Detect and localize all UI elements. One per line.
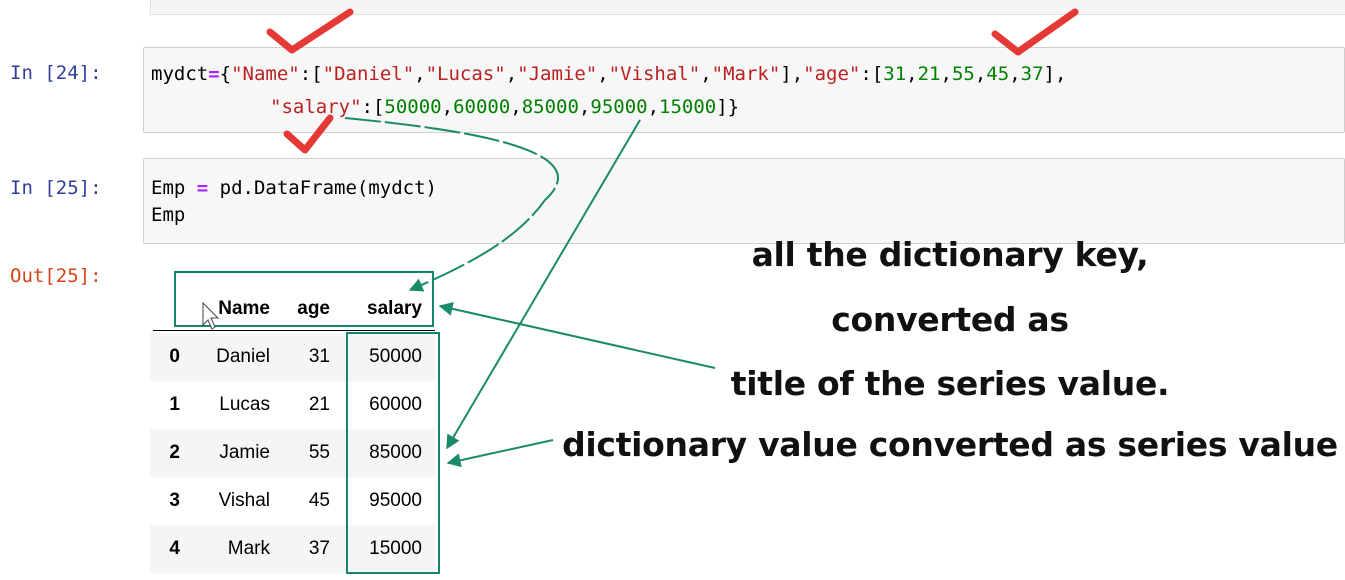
mouse-cursor-icon bbox=[202, 301, 220, 330]
cell-name: Lucas bbox=[219, 394, 270, 415]
table-row: 4 Mark 37 15000 bbox=[150, 525, 435, 573]
code-line-25-2: Emp bbox=[151, 204, 185, 226]
column-header-salary: salary bbox=[367, 298, 422, 319]
code-token: :[ bbox=[361, 96, 385, 118]
cell-age: 31 bbox=[308, 346, 330, 367]
code-line-24-1: mydct={"Name":["Daniel","Lucas","Jamie",… bbox=[151, 63, 1066, 85]
code-token: :[ bbox=[299, 63, 323, 85]
input-prompt-25: In [25]: bbox=[10, 177, 102, 199]
callout-line-2: converted as bbox=[831, 300, 1069, 339]
cell-salary: 85000 bbox=[369, 442, 422, 463]
code-token: 55 bbox=[951, 63, 975, 85]
code-token: , bbox=[647, 96, 660, 118]
code-token: , bbox=[441, 96, 454, 118]
row-index: 2 bbox=[169, 442, 180, 463]
row-index: 3 bbox=[169, 490, 180, 511]
column-header-age: age bbox=[297, 298, 330, 319]
code-token: "Vishal" bbox=[608, 63, 701, 85]
code-cell-25[interactable]: Emp = pd.DataFrame(mydct) Emp bbox=[143, 158, 1345, 244]
table-row: 2 Jamie 55 85000 bbox=[150, 429, 435, 477]
code-token: "Mark" bbox=[711, 63, 781, 85]
callout-line-1: all the dictionary key, bbox=[751, 235, 1149, 274]
code-token: 85000 bbox=[521, 96, 579, 118]
code-token: 50000 bbox=[384, 96, 442, 118]
cell-name: Jamie bbox=[219, 442, 270, 463]
cell-salary: 15000 bbox=[369, 538, 422, 559]
code-token: , bbox=[505, 63, 518, 85]
code-token: = bbox=[196, 177, 209, 199]
cell-age: 21 bbox=[308, 394, 330, 415]
code-token: ]} bbox=[716, 96, 740, 118]
previous-cell-edge bbox=[150, 0, 1345, 15]
code-token: { bbox=[219, 63, 232, 85]
checkmark-icon bbox=[991, 8, 1079, 56]
arrow-text-to-header bbox=[438, 301, 716, 369]
row-index: 4 bbox=[169, 538, 180, 559]
code-token: , bbox=[414, 63, 426, 85]
cell-age: 55 bbox=[308, 442, 330, 463]
code-token: , bbox=[1009, 63, 1021, 85]
arrow-values-to-column bbox=[446, 119, 641, 450]
salary-column-highlight-box bbox=[346, 332, 440, 574]
code-cell-24[interactable]: mydct={"Name":["Daniel","Lucas","Jamie",… bbox=[143, 47, 1345, 133]
checkmark-icon bbox=[283, 114, 334, 154]
code-token: , bbox=[597, 63, 609, 85]
table-row: 1 Lucas 21 60000 bbox=[150, 381, 435, 429]
code-token: Emp bbox=[151, 204, 186, 226]
code-token: "Lucas" bbox=[425, 63, 506, 85]
code-token: , bbox=[906, 63, 918, 85]
callout-line-3: title of the series value. bbox=[730, 364, 1170, 403]
code-token: 31 bbox=[883, 63, 907, 85]
arrow-key-to-header bbox=[344, 117, 559, 292]
code-token: , bbox=[578, 96, 591, 118]
code-token: ], bbox=[1043, 63, 1067, 85]
arrow-text-to-column bbox=[446, 439, 554, 468]
code-line-24-2: "salary":[50000,60000,85000,95000,15000]… bbox=[270, 96, 739, 118]
code-token: 45 bbox=[986, 63, 1010, 85]
code-line-25-1: Emp = pd.DataFrame(mydct) bbox=[151, 177, 437, 199]
cell-salary: 50000 bbox=[369, 346, 422, 367]
code-token: ], bbox=[780, 63, 804, 85]
cell-name: Daniel bbox=[216, 346, 270, 367]
code-token: , bbox=[700, 63, 712, 85]
code-token: mydct bbox=[151, 63, 209, 85]
cell-salary: 95000 bbox=[369, 490, 422, 511]
output-prompt-25: Out[25]: bbox=[10, 265, 102, 287]
code-token: , bbox=[974, 63, 987, 85]
cell-name: Mark bbox=[227, 538, 270, 559]
cell-salary: 60000 bbox=[369, 394, 422, 415]
column-header-name: Name bbox=[218, 298, 270, 319]
cell-age: 45 bbox=[308, 490, 330, 511]
code-token: Emp bbox=[151, 177, 197, 199]
code-token: , bbox=[940, 63, 952, 85]
code-token: "Name" bbox=[231, 63, 300, 85]
checkmark-icon bbox=[266, 8, 354, 54]
code-token: 95000 bbox=[590, 96, 648, 118]
header-highlight-box bbox=[174, 271, 434, 327]
code-token: 60000 bbox=[453, 96, 511, 118]
code-token: pd.DataFrame(mydct) bbox=[208, 177, 437, 199]
code-token: "Jamie" bbox=[517, 63, 598, 85]
code-token: "age" bbox=[803, 63, 861, 85]
row-index: 0 bbox=[169, 346, 180, 367]
code-token: 37 bbox=[1020, 63, 1044, 85]
code-token: , bbox=[510, 96, 522, 118]
code-token: "salary" bbox=[270, 96, 362, 118]
callout-line-4: dictionary value converted as series val… bbox=[562, 425, 1338, 464]
input-prompt-24: In [24]: bbox=[10, 62, 102, 84]
cell-name: Vishal bbox=[218, 490, 270, 511]
cell-age: 37 bbox=[308, 538, 330, 559]
code-token: :[ bbox=[860, 63, 884, 85]
row-index: 1 bbox=[169, 394, 180, 415]
table-row: 0 Daniel 31 50000 bbox=[150, 333, 435, 381]
code-token: "Daniel" bbox=[322, 63, 415, 85]
table-row: 3 Vishal 45 95000 bbox=[150, 477, 435, 525]
code-token: 15000 bbox=[659, 96, 717, 118]
header-rule bbox=[153, 330, 435, 331]
code-token: = bbox=[208, 63, 220, 85]
table-header-row: Name age salary bbox=[150, 285, 435, 333]
code-token: 21 bbox=[917, 63, 941, 85]
